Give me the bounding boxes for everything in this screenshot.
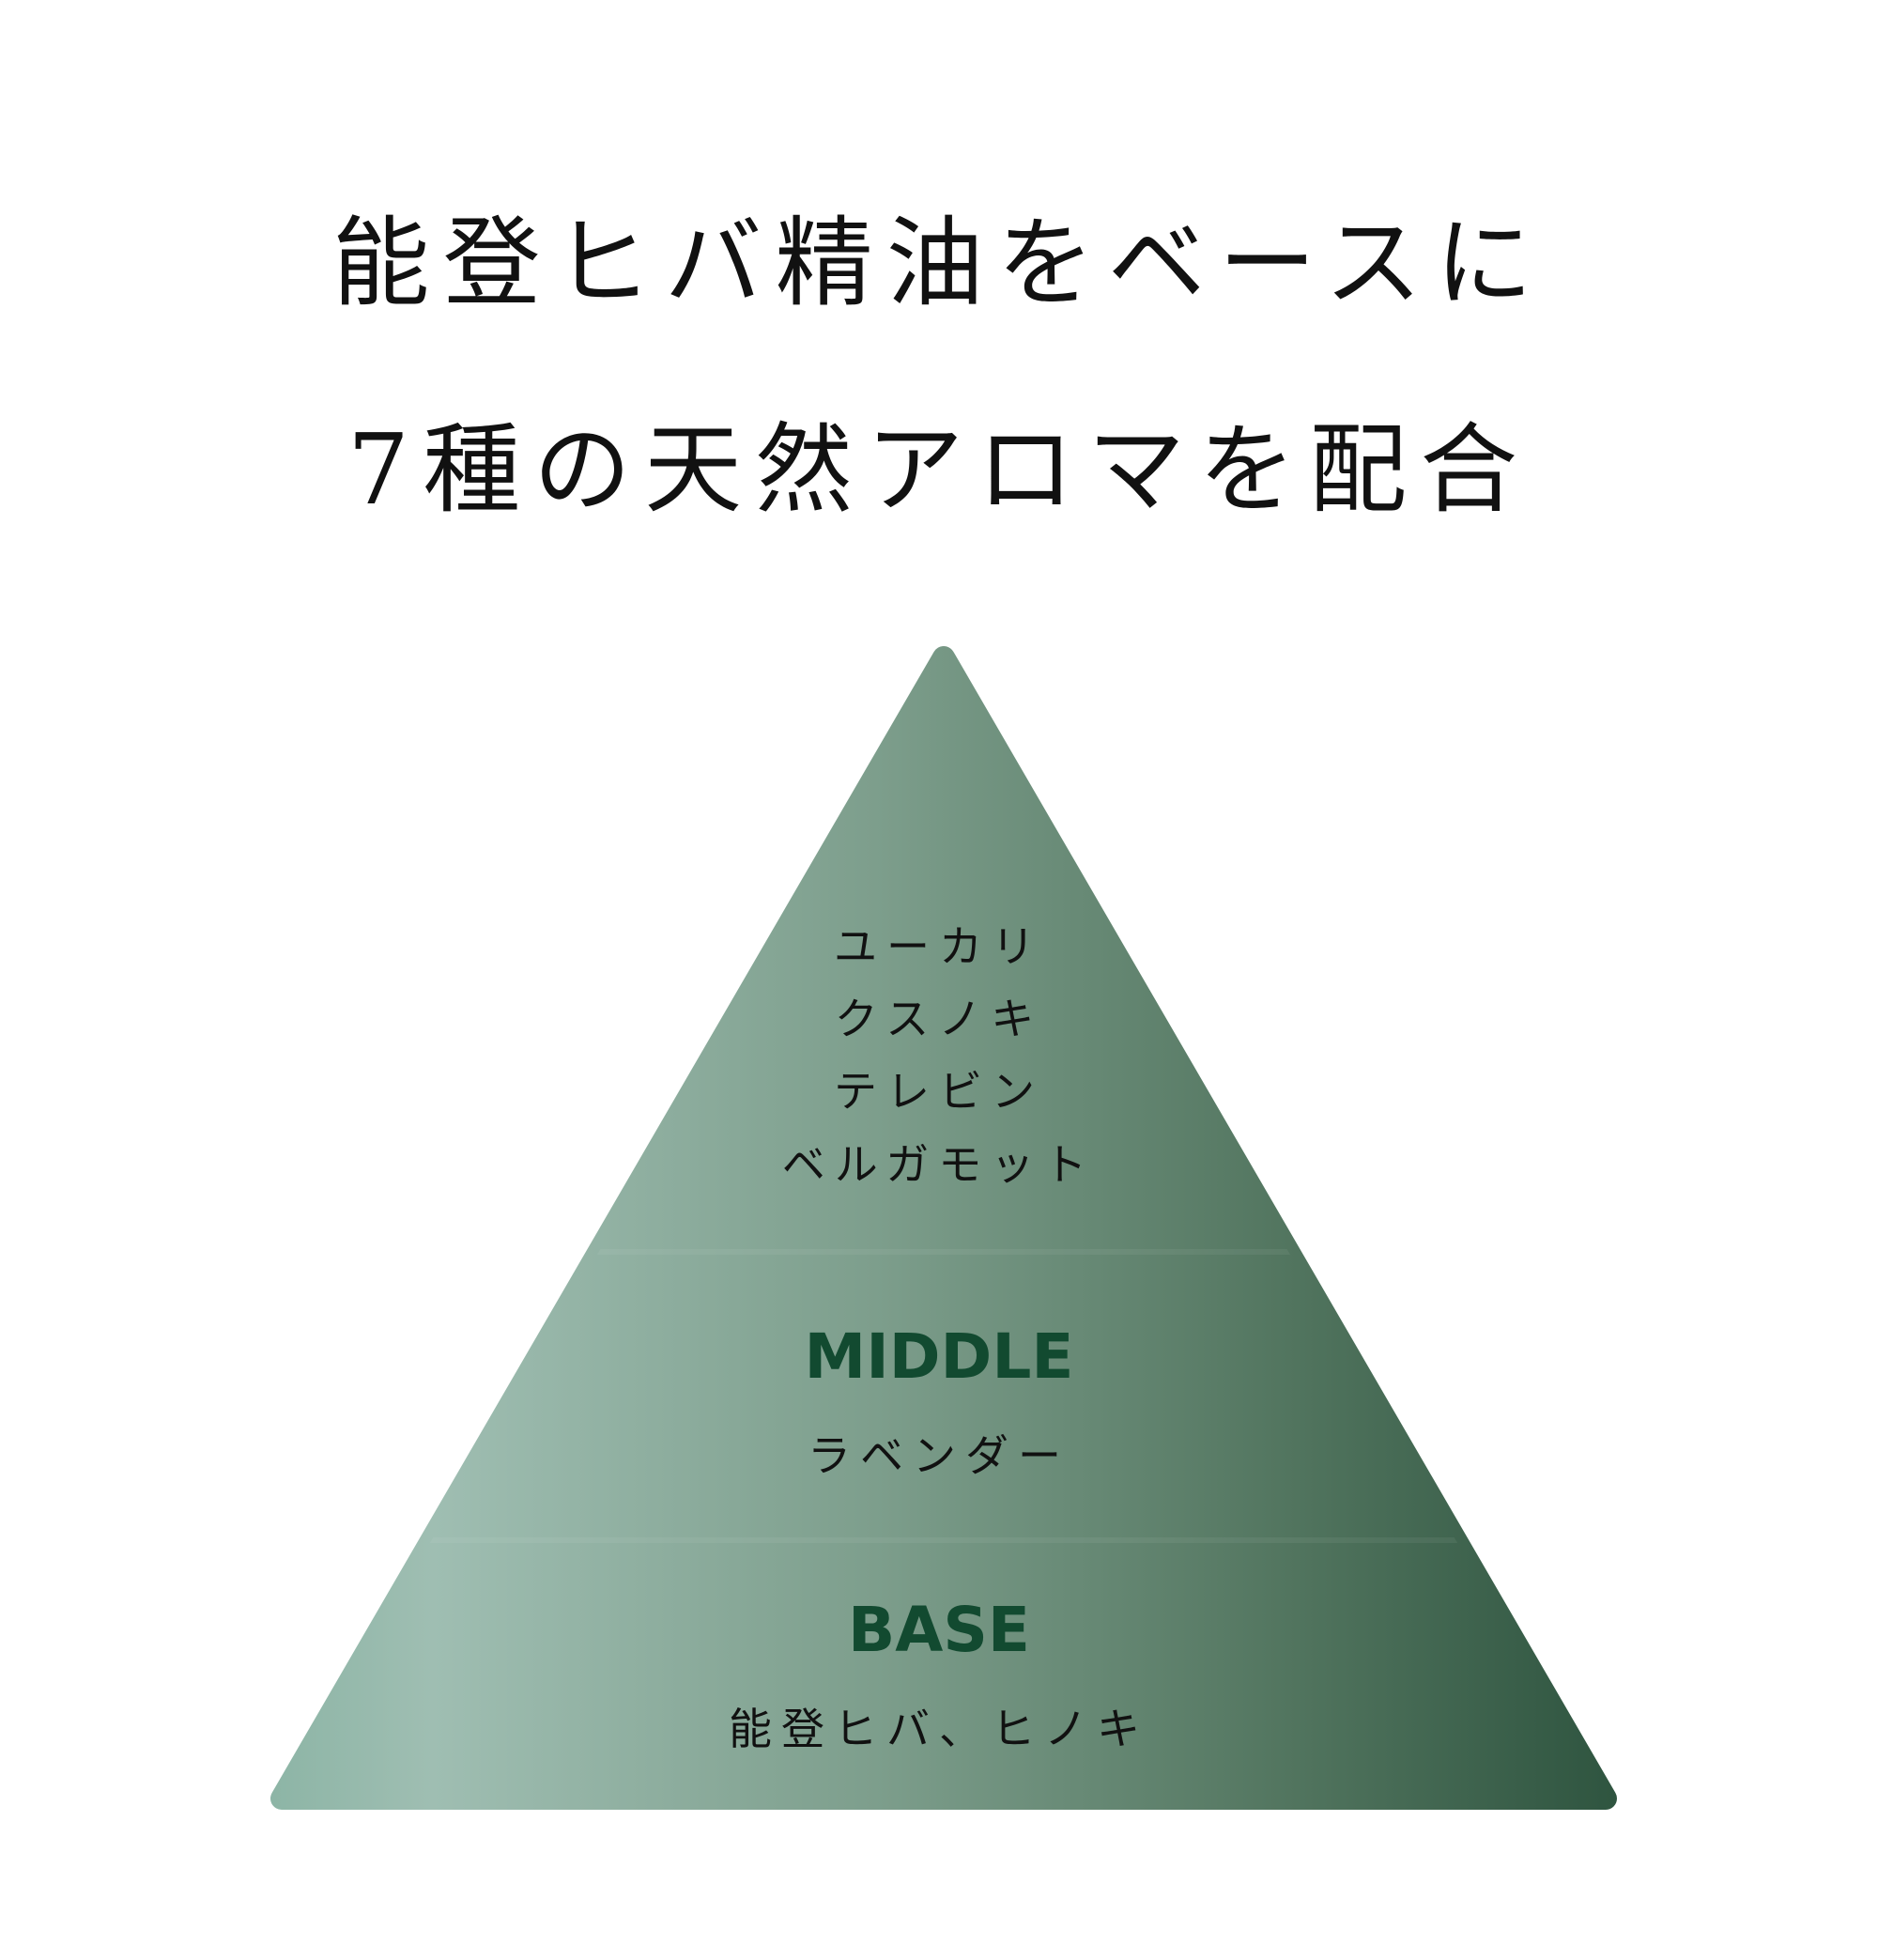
base-label: BASE [847, 1594, 1030, 1666]
title-line-2: 7種の天然アロマを配合 [346, 412, 1532, 527]
base-band-highlight [282, 1537, 1606, 1543]
top-note-item: ベルガモット [781, 1139, 1097, 1190]
base-note-item: 能登ヒバ、ヒノキ [729, 1704, 1149, 1754]
top-note-item: クスノキ [834, 994, 1044, 1044]
middle-note-item: ラベンダー [808, 1430, 1070, 1481]
title-line-1: 能登ヒバ精油をベースに [331, 206, 1547, 320]
pyramid-shape [270, 646, 1617, 1810]
top-note-item: ユーカリ [834, 921, 1044, 972]
top-note-item: テレビン [834, 1066, 1044, 1117]
middle-label: MIDDLE [804, 1320, 1074, 1393]
middle-band-highlight [282, 1249, 1606, 1255]
